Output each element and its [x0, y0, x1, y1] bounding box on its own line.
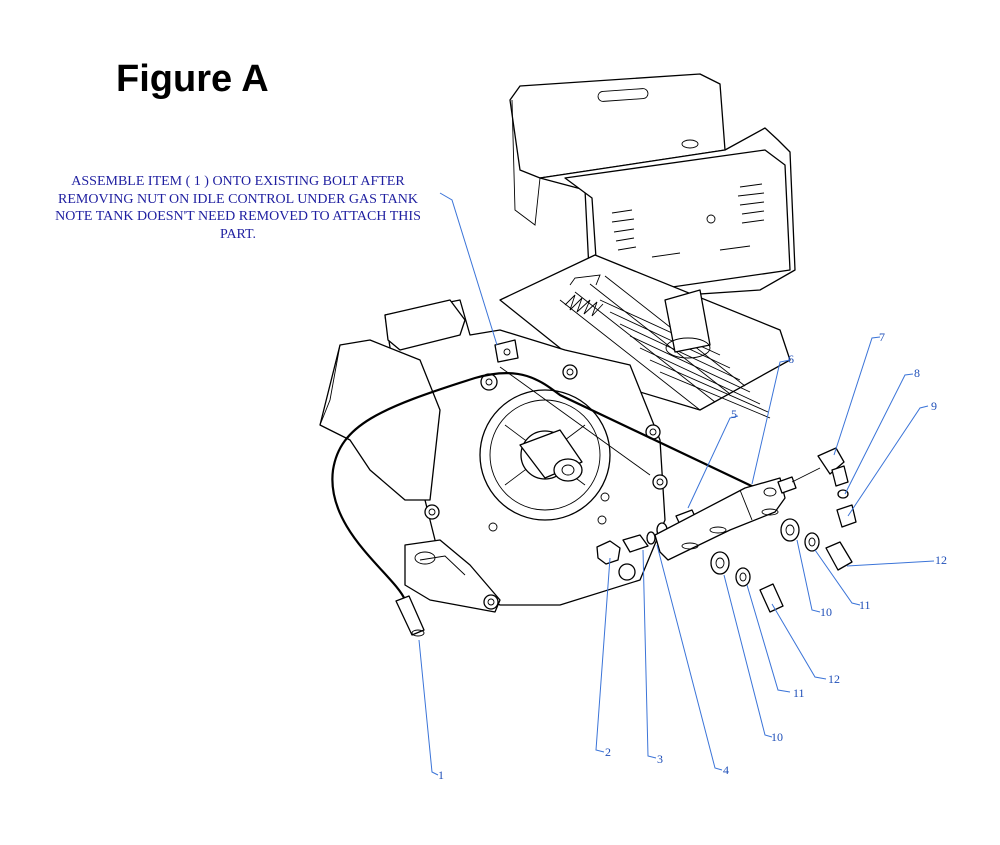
assembly-note-line: PART. — [219, 226, 257, 242]
governor-spring — [564, 274, 604, 317]
callout-4: 4 — [723, 763, 729, 777]
air-cleaner — [509, 73, 796, 301]
cylinder-fins — [499, 254, 791, 419]
callout-9: 9 — [931, 399, 937, 413]
callout-11a: 11 — [859, 598, 871, 612]
assembly-note: ASSEMBLE ITEM ( 1 ) ONTO EXISTING BOLT A… — [38, 173, 438, 243]
callout-12a: 12 — [935, 553, 947, 567]
leader-lines — [418, 192, 935, 776]
callout-labels: 1 2 3 4 5 6 7 8 9 10 10 11 11 12 12 — [438, 330, 947, 782]
callout-10a: 10 — [820, 605, 832, 619]
callout-12b: 12 — [828, 672, 840, 686]
callout-2: 2 — [605, 745, 611, 759]
assembly-note-line: REMOVING NUT ON IDLE CONTROL UNDER GAS T… — [58, 191, 418, 207]
cable-end-item-1 — [395, 595, 425, 637]
washers-bolts-items-10-12 — [710, 518, 853, 613]
callout-5: 5 — [731, 407, 737, 421]
callout-1: 1 — [438, 768, 444, 782]
callout-10b: 10 — [771, 730, 783, 744]
assembly-note-line: ASSEMBLE ITEM ( 1 ) ONTO EXISTING BOLT A… — [71, 174, 405, 189]
assembly-note-line: NOTE TANK DOESN'T NEED REMOVED TO ATTACH… — [55, 209, 421, 224]
bracket-item-6 — [654, 476, 797, 561]
figure-title: Figure A — [116, 58, 269, 100]
throttle-cable — [331, 366, 761, 601]
callout-6: 6 — [788, 352, 794, 366]
callout-8: 8 — [914, 366, 920, 380]
fitting-items-7-9 — [791, 447, 857, 528]
callout-7: 7 — [879, 330, 885, 344]
callout-11b: 11 — [793, 686, 805, 700]
callout-3: 3 — [657, 752, 663, 766]
